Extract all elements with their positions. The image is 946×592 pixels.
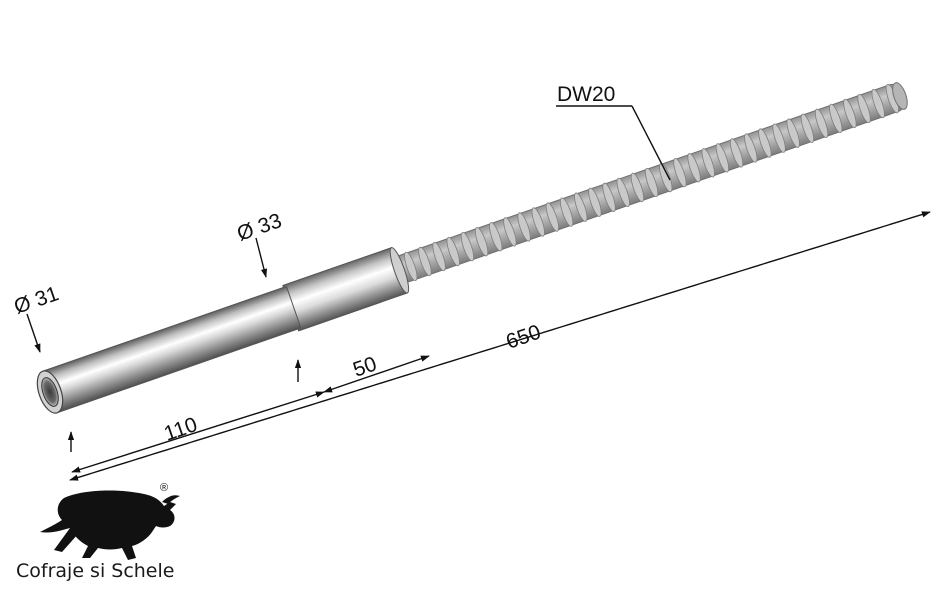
thread-rib [630, 172, 645, 203]
dim-50: 50 [323, 352, 430, 393]
thread-rib [729, 138, 744, 168]
thread-rib [814, 108, 829, 138]
thread-rib [616, 177, 630, 208]
thread-rib [857, 93, 871, 124]
thread-rib [687, 153, 701, 183]
thread-rib [744, 133, 758, 163]
threaded-rod [395, 82, 908, 283]
bull-logo-icon [40, 490, 180, 560]
registered-mark: ® [160, 482, 168, 494]
label-dim-50: 50 [350, 352, 380, 381]
thread-rib [829, 103, 843, 134]
label-dia-31: Ø 31 [11, 282, 62, 319]
thread-rib [644, 167, 659, 198]
thread-rib [786, 118, 800, 148]
thread-rib [772, 123, 786, 153]
threaded-rod-with-sleeve [36, 82, 908, 414]
brand-name: Cofraje si Schele [16, 560, 175, 582]
dia-33-callout: Ø 33 [234, 209, 285, 278]
thread-rib [701, 148, 715, 178]
label-dia-33: Ø 33 [234, 209, 285, 246]
sleeve-bore [41, 377, 59, 407]
thread-rib [871, 88, 885, 119]
sleeve-body [36, 285, 302, 414]
thread-rib [843, 98, 857, 129]
thread-rib [758, 128, 772, 158]
thread-rib [800, 113, 815, 143]
dim-110: 110 [71, 391, 325, 473]
thread-rib [673, 158, 687, 188]
dw20-callout: DW20 [556, 83, 671, 181]
thread-rib [715, 143, 730, 173]
label-dim-650: 650 [503, 321, 544, 354]
label-dw20: DW20 [557, 83, 615, 106]
sleeve-collar [282, 247, 410, 332]
